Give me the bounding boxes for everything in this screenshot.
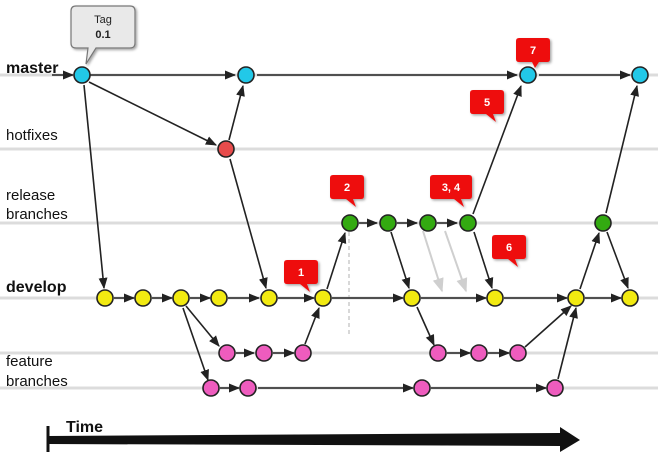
arrow-rel2-develop (606, 231, 629, 290)
arrow-dev-feature3 (416, 306, 435, 347)
release-commit (341, 214, 359, 232)
develop-commit (314, 289, 332, 307)
release-commits (341, 214, 612, 232)
time-axis: Time (46, 419, 580, 452)
tag-value: 0.1 (95, 29, 110, 41)
callout-2 (330, 175, 364, 207)
feature-lane-label-line1: feature (6, 353, 53, 370)
callout-5-label: 5 (484, 97, 490, 109)
feature-commit (509, 344, 527, 362)
develop-lane-label: develop (6, 279, 67, 296)
tag-callout-bubble (70, 5, 136, 65)
develop-commit (403, 289, 421, 307)
arrow-rel-develop-b (473, 231, 494, 290)
arrow-master-hotfix (88, 81, 218, 146)
develop-commit (621, 289, 639, 307)
develop-commit (210, 289, 228, 307)
arrow-f3-develop (524, 305, 572, 348)
develop-commits (96, 289, 639, 307)
callout-3-4 (430, 175, 472, 207)
tag-title: Tag (94, 14, 112, 26)
feature-commit (202, 379, 220, 397)
feature-commit (294, 344, 312, 362)
develop-commit (567, 289, 585, 307)
develop-commit (260, 289, 278, 307)
feature-commit (255, 344, 273, 362)
arrow-rel-develop-a (390, 231, 411, 290)
callout-7-label: 7 (530, 45, 536, 57)
arrow-f2-develop (557, 306, 578, 380)
develop-commit (486, 289, 504, 307)
feature-commit (239, 379, 257, 397)
callout-6-label: 6 (506, 242, 512, 254)
callout-5 (470, 90, 504, 122)
feature-commit (413, 379, 431, 397)
arrow-dev-release (326, 231, 347, 290)
hotfix-commit (217, 140, 235, 158)
master-commit (519, 66, 537, 84)
release-commit (379, 214, 397, 232)
commit-arrows (52, 70, 639, 393)
release-commit (459, 214, 477, 232)
feature-commit (546, 379, 564, 397)
master-commits (73, 66, 649, 84)
arrow-f1-develop (304, 306, 320, 345)
tag-callout (70, 5, 136, 65)
feature-commit (429, 344, 447, 362)
develop-commit (96, 289, 114, 307)
arrow-rel2-master (605, 84, 639, 214)
callouts: 1 2 3, 4 5 6 7 (284, 38, 550, 292)
arrow-master-develop (83, 84, 108, 290)
release-commit (419, 214, 437, 232)
time-axis-label: Time (66, 419, 103, 436)
ghost-arrow-2 (444, 230, 468, 293)
develop-commit (134, 289, 152, 307)
ghost-arrow-1 (422, 230, 444, 293)
callout-2-label: 2 (344, 182, 350, 194)
release-commit (594, 214, 612, 232)
arrow-hotfix-develop (229, 158, 268, 290)
hotfix-commits (217, 140, 235, 158)
master-commit (73, 66, 91, 84)
callout-1-label: 1 (298, 267, 304, 279)
time-axis-bar (48, 427, 580, 452)
develop-commit (172, 289, 190, 307)
release-lane-label-line1: release (6, 187, 55, 204)
arrow-rel-master (472, 84, 522, 215)
feature-commit (470, 344, 488, 362)
arrow-hotfix-master (228, 84, 245, 141)
release-lane-label-line2: branches (6, 206, 68, 223)
arrow-dev-feature1 (185, 305, 220, 347)
callout-3-4-label: 3, 4 (442, 182, 461, 194)
feature-lane-label-line2: branches (6, 373, 68, 390)
ghost-arrows (422, 230, 468, 293)
master-commit (237, 66, 255, 84)
feature-commits (202, 344, 564, 397)
lane-labels: master hotfixes release branches develop… (6, 60, 68, 390)
callout-1 (284, 260, 318, 292)
arrow-dev-feature2 (182, 307, 209, 382)
arrow-dev-release-2 (579, 231, 601, 290)
feature-commit (218, 344, 236, 362)
master-commit (631, 66, 649, 84)
callout-7 (516, 38, 550, 68)
hotfixes-lane-label: hotfixes (6, 127, 58, 144)
master-lane-label: master (6, 60, 58, 77)
callout-6 (492, 235, 526, 267)
